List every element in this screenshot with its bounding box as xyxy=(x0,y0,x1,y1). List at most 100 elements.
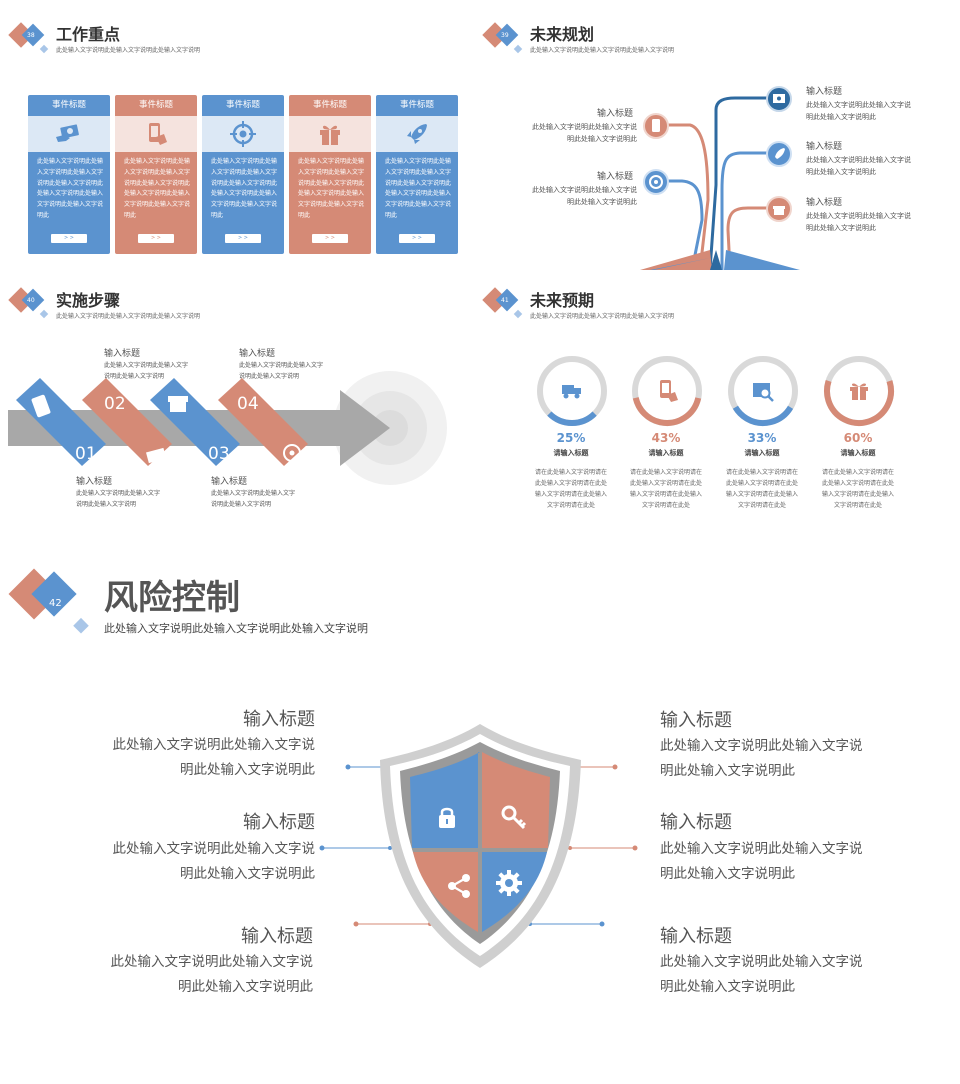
slide-38-work-focus: 38 工作重点 此处输入文字说明此处输入文字说明此处输入文字说明 事件标题 此处… xyxy=(0,0,480,270)
step-number-01: 01 xyxy=(75,444,97,464)
risk-right-1-text-1: 此处输入文字说明此处输入文字说 xyxy=(660,738,863,754)
risk-left-3-title: 输入标题 xyxy=(241,926,313,947)
card-more-button[interactable]: > > xyxy=(51,234,87,243)
risk-left-1-title: 输入标题 xyxy=(243,709,315,730)
step-label-3-title: 输入标题 xyxy=(76,477,113,487)
event-card-4: 事件标题 此处输入文字说明此处输入文字说明此处输入文字说明此处输入文字说明此处输… xyxy=(289,95,371,254)
step-label-4-text-1: 此处输入文字说明此处输入文字 xyxy=(211,490,296,497)
slide-number-logo xyxy=(8,287,49,319)
slide-number-logo xyxy=(8,568,89,634)
risk-left-2-text-2: 明此处输入文字说明此 xyxy=(180,866,315,882)
plan-right-2-title: 输入标题 xyxy=(806,142,843,152)
event-card-3: 事件标题 此处输入文字说明此处输入文字说明此处输入文字说明此处输入文字说明此处输… xyxy=(202,95,284,254)
step-label-3-text-2: 说明此处输入文字说明 xyxy=(76,501,137,508)
gauge-3-percent: 33% xyxy=(747,431,777,445)
event-card-5: 事件标题 此处输入文字说明此处输入文字说明此处输入文字说明此处输入文字说明此处输… xyxy=(376,95,458,254)
slide-number: 39 xyxy=(501,32,509,39)
step-label-2-title: 输入标题 xyxy=(239,349,276,359)
step-label-1-title: 输入标题 xyxy=(104,349,141,359)
gauge-2-percent: 43% xyxy=(651,431,681,445)
gauge-2-text-1: 请在此处输入文字说明请在 xyxy=(629,469,702,476)
page-subtitle: 此处输入文字说明此处输入文字说明此处输入文字说明 xyxy=(530,313,675,320)
risk-left-3-text-2: 明此处输入文字说明此 xyxy=(178,979,313,995)
gauge-4-text-4: 文字说明请在此处 xyxy=(833,502,882,509)
lock-icon xyxy=(439,807,455,828)
risk-right-2-title: 输入标题 xyxy=(660,812,732,833)
plan-right-2-text-1: 此处输入文字说明此处输入文字说 xyxy=(806,156,911,164)
gauge-ring-4 xyxy=(824,356,894,426)
card-title: 事件标题 xyxy=(51,100,86,110)
money-hand-icon xyxy=(773,94,785,103)
card-icon-area xyxy=(202,116,284,152)
plan-right-1-title: 输入标题 xyxy=(806,87,843,97)
gauge-progress-arc xyxy=(728,356,798,426)
risk-right-2-text-2: 明此处输入文字说明此 xyxy=(660,866,795,882)
step-label-3-text-1: 此处输入文字说明此处输入文字 xyxy=(76,490,161,497)
plan-left-2-title: 输入标题 xyxy=(597,172,634,182)
gauge-ring-3 xyxy=(728,356,798,426)
card-icon-area xyxy=(28,116,110,152)
slide-39-future-plan: 39 未来规划 此处输入文字说明此处输入文字说明此处输入文字说明 输入标题 此处… xyxy=(480,0,960,270)
money-hand-icon xyxy=(56,124,79,142)
card-text: 此处输入文字说明此处输入文字说明此处输入文字说明此处输入文字说明此处输入文字说明… xyxy=(211,158,278,219)
phone-hand-icon xyxy=(660,380,678,402)
gauge-2-text-2: 此处输入文字说明请在此处 xyxy=(629,480,702,487)
gauge-3-text-3: 输入文字说明请在此处输入 xyxy=(725,491,798,498)
gauge-progress-arc xyxy=(824,356,894,426)
step-label-2-text-2: 说明此处输入文字说明 xyxy=(239,373,300,380)
gauge-ring-2 xyxy=(632,356,702,426)
card-more-button[interactable]: > > xyxy=(138,234,174,243)
phone-icon xyxy=(652,119,660,132)
risk-right-3-title: 输入标题 xyxy=(660,926,732,947)
slide-41-expectations: 41 未来预期 此处输入文字说明此处输入文字说明此处输入文字说明 25% 请输入… xyxy=(480,270,960,540)
step-number-02: 02 xyxy=(104,394,126,414)
card-title: 事件标题 xyxy=(225,100,260,110)
page-title: 风险控制 xyxy=(104,578,240,618)
page-title: 工作重点 xyxy=(56,25,121,44)
slide-40-steps: 40 实施步骤 此处输入文字说明此处输入文字说明此处输入文字说明 01 02 0… xyxy=(0,270,480,540)
card-more-button[interactable]: > > xyxy=(399,234,435,243)
risk-right-2-text-1: 此处输入文字说明此处输入文字说 xyxy=(660,841,863,857)
risk-left-2-title: 输入标题 xyxy=(243,812,315,833)
page-subtitle: 此处输入文字说明此处输入文字说明此处输入文字说明 xyxy=(56,313,201,320)
tree-node-4 xyxy=(766,141,792,167)
slide-number-logo xyxy=(482,22,523,54)
plan-left-2-text-2: 明此处输入文字说明此 xyxy=(567,198,637,206)
page-title: 实施步骤 xyxy=(56,291,121,310)
page-subtitle: 此处输入文字说明此处输入文字说明此处输入文字说明 xyxy=(530,47,675,54)
plan-left-1-text-1: 此处输入文字说明此处输入文字说 xyxy=(532,123,637,131)
card-icon-area xyxy=(289,116,371,152)
target-icon xyxy=(649,175,663,189)
slide-number: 40 xyxy=(27,297,35,304)
gift-icon xyxy=(320,125,340,145)
risk-right-3-text-2: 明此处输入文字说明此 xyxy=(660,979,795,995)
risk-right-3-text-1: 此处输入文字说明此处输入文字说 xyxy=(660,954,863,970)
target-icon xyxy=(230,121,256,147)
event-card-2: 事件标题 此处输入文字说明此处输入文字说明此处输入文字说明此处输入文字说明此处输… xyxy=(115,95,197,254)
page-subtitle: 此处输入文字说明此处输入文字说明此处输入文字说明 xyxy=(104,622,368,635)
card-text: 此处输入文字说明此处输入文字说明此处输入文字说明此处输入文字说明此处输入文字说明… xyxy=(124,158,191,219)
truck-icon xyxy=(562,385,581,399)
plan-right-3-text-1: 此处输入文字说明此处输入文字说 xyxy=(806,212,911,220)
rocket-icon xyxy=(407,124,427,144)
risk-right-1-title: 输入标题 xyxy=(660,710,732,731)
risk-left-1-text-2: 明此处输入文字说明此 xyxy=(180,762,315,778)
card-more-button[interactable]: > > xyxy=(312,234,348,243)
slide-number: 41 xyxy=(501,297,509,304)
card-more-button[interactable]: > > xyxy=(225,234,261,243)
card-title: 事件标题 xyxy=(138,100,173,110)
gauge-1-text-1: 请在此处输入文字说明请在 xyxy=(534,469,607,476)
gauge-4-text-1: 请在此处输入文字说明请在 xyxy=(821,469,894,476)
step-number-04: 04 xyxy=(237,394,259,414)
step-label-1-text-1: 此处输入文字说明此处输入文字 xyxy=(104,362,189,369)
tree-node-2 xyxy=(643,169,669,195)
slide-number: 42 xyxy=(49,598,62,609)
gauge-2-text-3: 输入文字说明请在此处输入 xyxy=(629,491,702,498)
plan-right-1-text-1: 此处输入文字说明此处输入文字说 xyxy=(806,101,911,109)
gauge-4-text-3: 输入文字说明请在此处输入 xyxy=(821,491,894,498)
card-text: 此处输入文字说明此处输入文字说明此处输入文字说明此处输入文字说明此处输入文字说明… xyxy=(385,158,452,219)
plan-right-3-title: 输入标题 xyxy=(806,198,843,208)
steps-arrow-diagram xyxy=(8,371,447,485)
step-number-03: 03 xyxy=(208,444,230,464)
page-title: 未来规划 xyxy=(530,25,595,44)
